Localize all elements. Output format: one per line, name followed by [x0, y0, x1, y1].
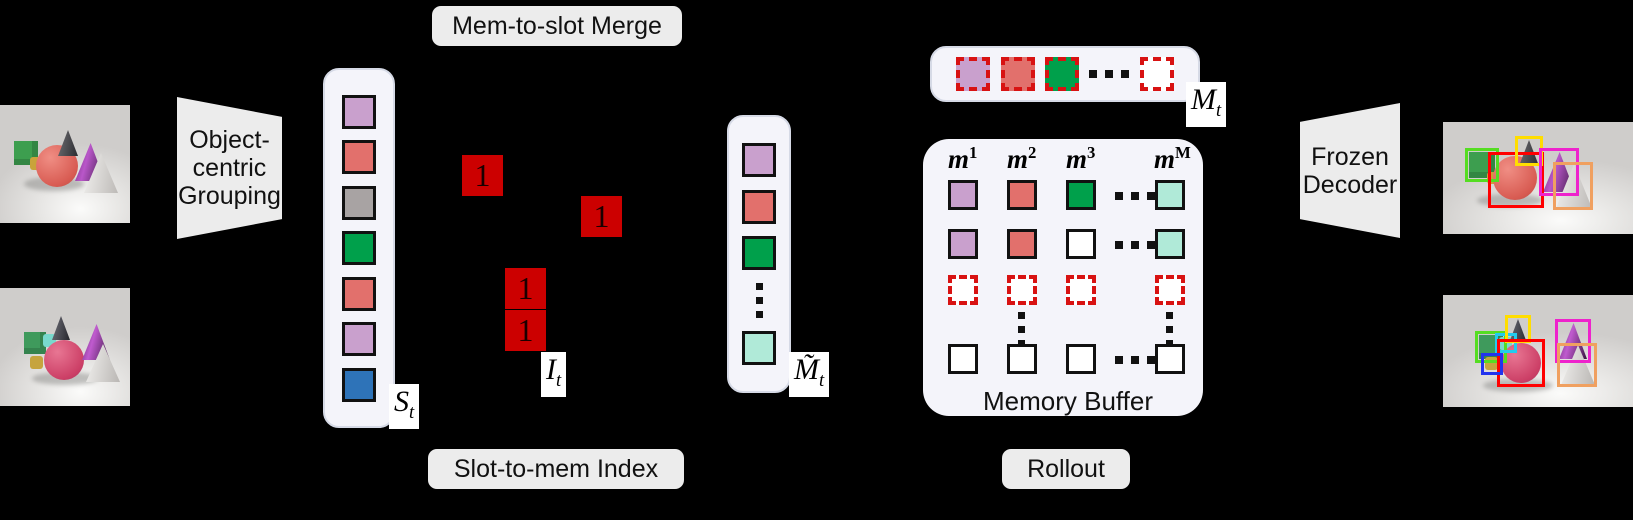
- index-label-symbol: I: [546, 353, 556, 386]
- buffer-header-superscript: 1: [969, 143, 978, 162]
- output-frame-2: [1443, 295, 1633, 407]
- buffer-header-symbol: m: [1007, 144, 1029, 174]
- buffer-header-superscript: 2: [1028, 143, 1037, 162]
- merged-memory-label: M̃t: [789, 352, 830, 397]
- merged-memory-column: [727, 115, 791, 393]
- index-entry-4: 1: [505, 310, 546, 351]
- input-frame-2: [0, 288, 130, 406]
- encoder-label-line-1: Object-: [189, 126, 270, 154]
- memory-label: Mt: [1186, 82, 1227, 127]
- frozen-decoder-module[interactable]: Frozen Decoder: [1300, 103, 1400, 238]
- slot-cell-7[interactable]: [342, 367, 376, 402]
- bounding-box-green: [1475, 331, 1507, 363]
- buffer-vertical-ellipsis-colM-icon: [1166, 312, 1173, 347]
- buffer-cell-r4c1[interactable]: [948, 344, 978, 374]
- index-entry-3: 1: [505, 268, 546, 309]
- buffer-cell-r3c3[interactable]: [1066, 275, 1096, 305]
- index-entry-2: 1: [581, 196, 622, 237]
- merged-memory-cell-3[interactable]: [742, 236, 776, 271]
- memory-buffer-caption: Memory Buffer: [983, 386, 1154, 416]
- object-shadow: [1477, 194, 1543, 207]
- merged-memory-vertical-ellipsis-icon: [755, 283, 763, 319]
- buffer-column-header-3: m3: [1066, 143, 1096, 174]
- buffer-cell-r4cM[interactable]: [1155, 344, 1185, 374]
- memory-cell-3[interactable]: [1044, 57, 1079, 91]
- merged-memory-cell-last[interactable]: [742, 331, 776, 366]
- slot-cell-6[interactable]: [342, 322, 376, 356]
- merged-memory-label-subscript: t: [819, 370, 825, 391]
- buffer-cell-r1c1[interactable]: [948, 180, 978, 210]
- buffer-row-2-ellipsis-icon: [1115, 241, 1155, 249]
- buffer-row-1-ellipsis-icon: [1115, 192, 1155, 200]
- buffer-cell-r4c3[interactable]: [1066, 344, 1096, 374]
- index-label-subscript: t: [556, 370, 562, 391]
- merged-memory-cell-1[interactable]: [742, 142, 776, 177]
- index-entry-1: 1: [462, 155, 503, 196]
- memory-label-symbol: M: [1191, 83, 1216, 116]
- buffer-cell-r3cM[interactable]: [1155, 275, 1185, 305]
- input-frame-1: [0, 105, 130, 223]
- buffer-header-symbol: m: [1066, 144, 1088, 174]
- buffer-header-superscript: M: [1175, 143, 1191, 162]
- slot-cell-2[interactable]: [342, 140, 376, 174]
- slot-to-mem-index-label[interactable]: Slot-to-mem Index: [428, 449, 684, 489]
- buffer-column-header-M: mM: [1154, 143, 1191, 174]
- buffer-header-symbol: m: [948, 144, 970, 174]
- buffer-cell-r1c2[interactable]: [1007, 180, 1037, 210]
- bounding-box-orange: [1557, 343, 1597, 387]
- buffer-cell-r2c2[interactable]: [1007, 229, 1037, 259]
- bounding-box-magenta: [1555, 319, 1591, 363]
- decoder-label-line-2: Decoder: [1302, 170, 1398, 199]
- buffer-row-last-ellipsis-icon: [1115, 356, 1155, 364]
- memory-row-horizontal-ellipsis-icon: [1089, 70, 1130, 78]
- object-pink-sphere: [1501, 343, 1541, 383]
- scene-floor: [1443, 122, 1633, 234]
- memory-label-subscript: t: [1216, 100, 1222, 121]
- buffer-cell-r1cM[interactable]: [1155, 180, 1185, 210]
- slots-column: [323, 68, 395, 428]
- slots-label: St: [389, 384, 420, 429]
- encoder-label-line-2: centric: [192, 154, 267, 182]
- buffer-cell-r4c2[interactable]: [1007, 344, 1037, 374]
- buffer-cell-r3c1[interactable]: [948, 275, 978, 305]
- merged-memory-label-symbol: M̃: [794, 353, 819, 386]
- merged-memory-cell-2[interactable]: [742, 189, 776, 224]
- decoder-label-line-1: Frozen: [1311, 142, 1389, 171]
- memory-row: [930, 46, 1200, 102]
- slot-cell-5[interactable]: [342, 276, 376, 311]
- bounding-box-magenta: [1539, 148, 1579, 196]
- scene-floor: [1443, 295, 1633, 407]
- bounding-box-red: [1497, 339, 1545, 387]
- buffer-cell-r1c3[interactable]: [1066, 180, 1096, 210]
- memory-cell-1[interactable]: [956, 57, 991, 91]
- bounding-box-orange: [1553, 162, 1593, 210]
- buffer-header-symbol: m: [1154, 144, 1176, 174]
- buffer-cell-r2c1[interactable]: [948, 229, 978, 259]
- mem-to-slot-merge-label[interactable]: Mem-to-slot Merge: [432, 6, 682, 46]
- object-centric-grouping-module[interactable]: Object- centric Grouping: [177, 97, 282, 239]
- rollout-label[interactable]: Rollout: [1002, 449, 1130, 489]
- slot-cell-3[interactable]: [342, 185, 376, 220]
- bounding-box-green: [1465, 148, 1499, 182]
- object-gold-small: [30, 356, 43, 369]
- slots-label-symbol: S: [394, 385, 409, 418]
- object-pink-sphere: [44, 340, 84, 380]
- memory-cell-last[interactable]: [1139, 57, 1174, 91]
- object-green-cube: [24, 332, 46, 354]
- bounding-box-blue: [1481, 353, 1503, 375]
- slot-cell-4[interactable]: [342, 231, 376, 265]
- buffer-column-header-2: m2: [1007, 143, 1037, 174]
- encoder-label-line-3: Grouping: [178, 182, 281, 210]
- index-matrix-label: It: [541, 352, 567, 397]
- buffer-header-superscript: 3: [1087, 143, 1096, 162]
- slots-label-subscript: t: [409, 402, 415, 423]
- output-frame-1: [1443, 122, 1633, 234]
- buffer-vertical-ellipsis-col2-icon: [1018, 312, 1025, 347]
- buffer-column-header-1: m1: [948, 143, 978, 174]
- slot-cell-1[interactable]: [342, 94, 376, 129]
- buffer-cell-r2c3[interactable]: [1066, 229, 1096, 259]
- memory-cell-2[interactable]: [1000, 57, 1035, 91]
- buffer-cell-r3c2[interactable]: [1007, 275, 1037, 305]
- buffer-cell-r2cM[interactable]: [1155, 229, 1185, 259]
